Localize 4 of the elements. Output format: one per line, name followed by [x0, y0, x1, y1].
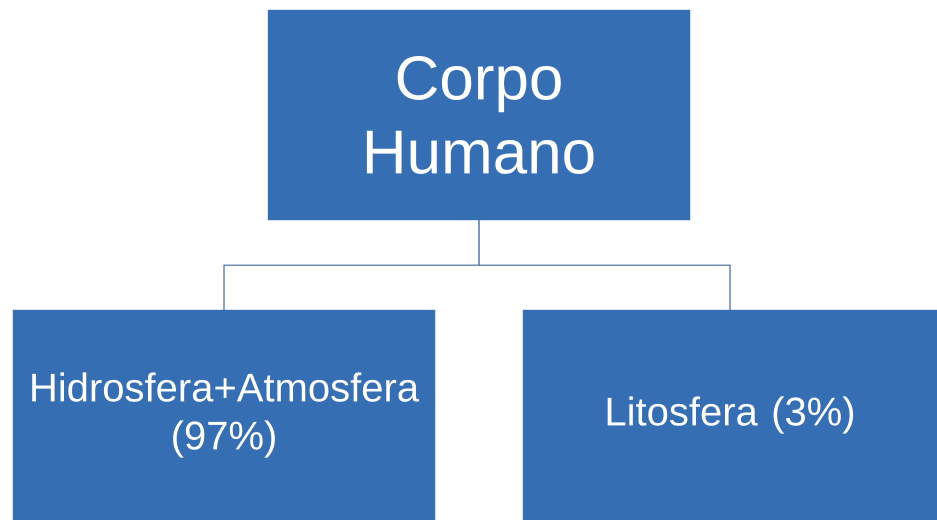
- connector: [478, 218, 731, 312]
- process-box: Litosfera (3%): [522, 310, 937, 520]
- process-box: Hidrosfera+Atmosfera (97%): [12, 310, 436, 520]
- process-box: Corpo Humano: [268, 10, 690, 220]
